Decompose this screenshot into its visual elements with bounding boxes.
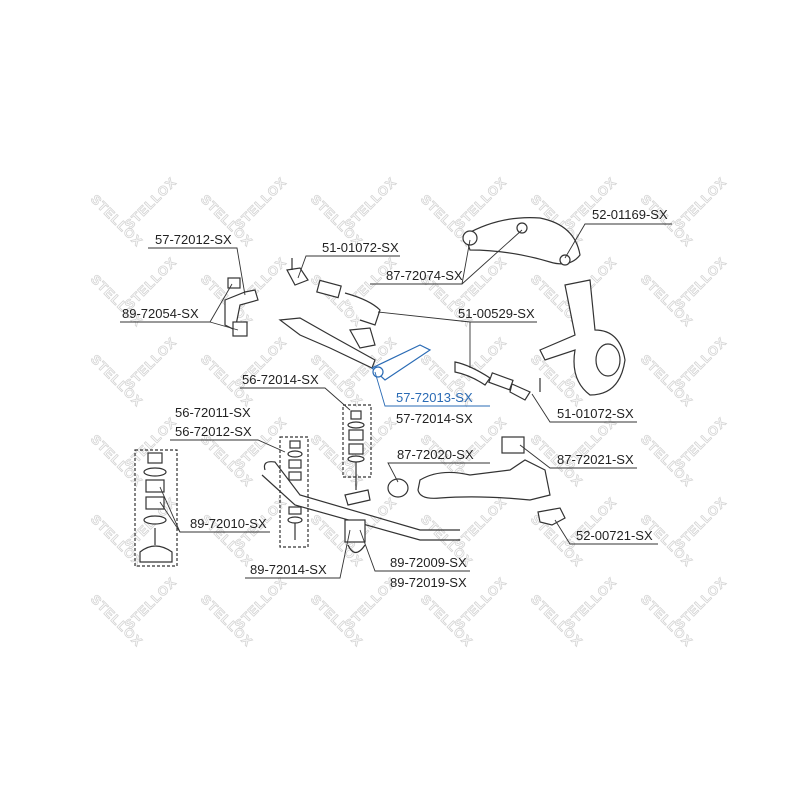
part-label-89-72014[interactable]: 89-72014-SX [250, 562, 327, 577]
upper-arm-bushing-2 [516, 222, 528, 234]
watermark-text: STELLOX [122, 574, 180, 632]
watermark-text: STELLOX [122, 334, 180, 392]
stabilizer-bar [263, 461, 460, 531]
part-label-51-01072-right[interactable]: 51-01072-SX [557, 406, 634, 421]
part-label-51-00529[interactable]: 51-00529-SX [458, 306, 535, 321]
watermark-text: STELLOX [672, 254, 730, 312]
watermark-text: STELLOX [672, 174, 730, 232]
watermark-text: STELLOX [122, 254, 180, 312]
stabilizer-link-middle [279, 436, 309, 548]
part-label-51-01072-top[interactable]: 51-01072-SX [322, 240, 399, 255]
part-label-89-72010[interactable]: 89-72010-SX [190, 516, 267, 531]
strut-bushing-stack [134, 449, 178, 567]
stabilizer-bushing [344, 519, 366, 543]
watermark-text: STELLOX [672, 414, 730, 472]
parts [134, 217, 626, 567]
lower-control-arm [417, 459, 551, 501]
part-label-52-00721[interactable]: 52-00721-SX [576, 528, 653, 543]
watermark-text: STELLOX [232, 414, 290, 472]
part-label-56-72014[interactable]: 56-72014-SX [242, 372, 319, 387]
watermark-text: STELLOX [672, 494, 730, 552]
part-label-57-72012[interactable]: 57-72012-SX [155, 232, 232, 247]
part-label-56-72012[interactable]: 56-72012-SX [175, 424, 252, 439]
upper-control-arm [464, 217, 581, 265]
watermark-text: STELLOX [672, 574, 730, 632]
pitman-arm [224, 289, 259, 331]
lower-ball-joint [537, 507, 566, 526]
leader-lines [120, 223, 672, 579]
upper-arm-bushing [462, 230, 478, 246]
part-label-57-72013-selected[interactable]: 57-72013-SX [396, 390, 473, 405]
tie-rod-end-right [509, 383, 531, 401]
part-label-89-72054[interactable]: 89-72054-SX [122, 306, 199, 321]
watermark-text: STELLOX [122, 174, 180, 232]
watermark-text: STELLOX [452, 494, 510, 552]
stabilizer-link-right [342, 404, 372, 506]
part-label-56-72011[interactable]: 56-72011-SX [175, 405, 251, 420]
watermark-text: STELLOX [562, 494, 620, 552]
upper-ball-joint [559, 254, 571, 266]
watermark-text: STELLOX [232, 174, 290, 232]
part-label-89-72019[interactable]: 89-72019-SX [390, 575, 467, 590]
watermark-text: STELLOX [562, 574, 620, 632]
watermark-text: STELLOX [672, 334, 730, 392]
tie-rod-end-top [286, 267, 309, 286]
tie-rod-sleeve [316, 279, 342, 299]
watermark-text: STELLOX [342, 174, 400, 232]
lower-arm-bushing-rear [501, 436, 525, 454]
part-label-87-72074[interactable]: 87-72074-SX [386, 268, 463, 283]
watermark-text: STELLOX [232, 574, 290, 632]
part-label-87-72020[interactable]: 87-72020-SX [397, 447, 474, 462]
watermark-text: STELLOX [452, 254, 510, 312]
part-label-57-72014[interactable]: 57-72014-SX [396, 411, 473, 426]
watermark-text: STELLOX [562, 174, 620, 232]
part-label-89-72009[interactable]: 89-72009-SX [390, 555, 467, 570]
part-label-52-01169[interactable]: 52-01169-SX [592, 207, 668, 222]
part-label-87-72021[interactable]: 87-72021-SX [557, 452, 634, 467]
center-link [278, 317, 376, 369]
lower-arm-bushing-front [387, 478, 409, 498]
